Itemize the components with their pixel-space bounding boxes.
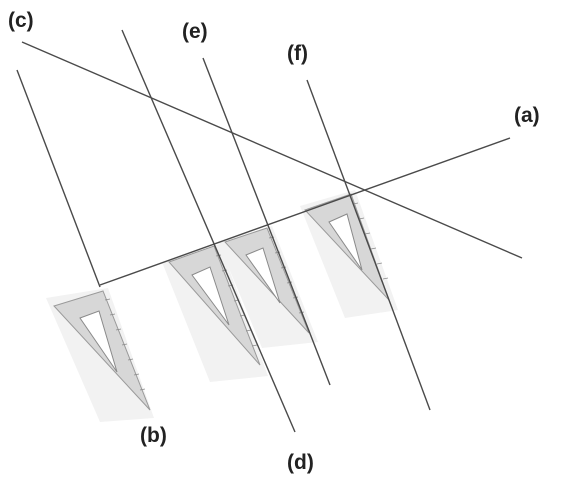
set-square-f	[300, 190, 398, 318]
line-f	[306, 79, 431, 411]
label-f: (f)	[287, 42, 308, 65]
line-e	[202, 57, 331, 386]
label-b: (b)	[140, 424, 167, 447]
line-d	[121, 29, 296, 433]
line-b	[16, 69, 101, 288]
label-c: (c)	[8, 9, 34, 32]
set-square-b	[46, 288, 154, 422]
label-a: (a)	[514, 104, 540, 127]
label-d: (d)	[287, 451, 314, 474]
line-a	[99, 137, 511, 286]
set-square-d	[162, 244, 268, 382]
set-square-e	[218, 226, 318, 348]
line-c	[21, 41, 523, 259]
label-e: (e)	[182, 20, 208, 43]
